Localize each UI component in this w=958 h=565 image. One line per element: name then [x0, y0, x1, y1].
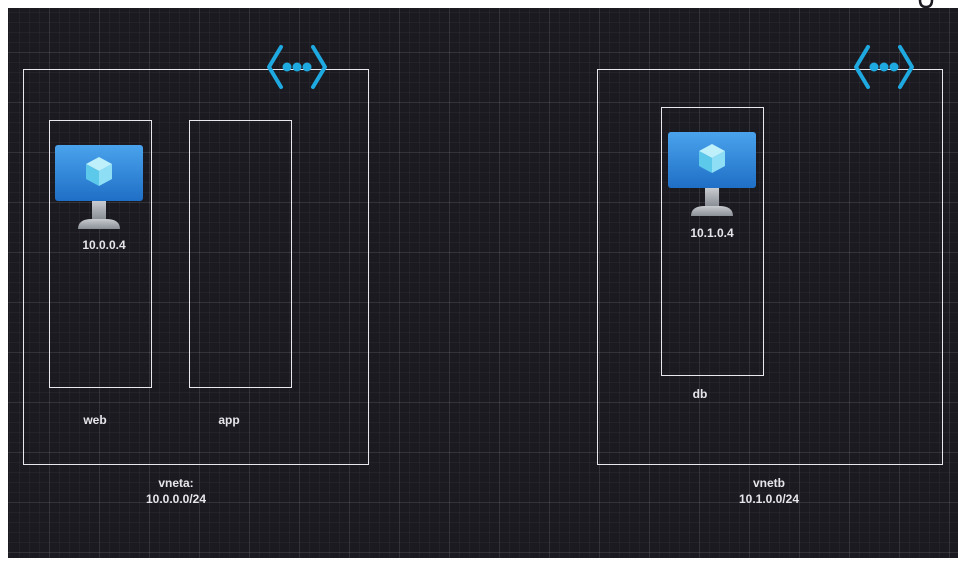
vm-ip-label: 10.1.0.4 — [690, 226, 734, 240]
subnet-web[interactable] — [49, 120, 152, 388]
vnet-name-label: vneta: — [158, 476, 194, 490]
vnet-a-container[interactable] — [23, 69, 369, 465]
subnet-app[interactable] — [189, 120, 292, 388]
subnet-db[interactable] — [661, 107, 764, 376]
cropped-glyph — [918, 0, 934, 8]
virtual-network-icon[interactable] — [851, 43, 917, 91]
subnet-name-label: app — [218, 413, 240, 427]
vnet-name-label: vnetb — [752, 476, 785, 490]
virtual-network-icon[interactable] — [264, 43, 330, 91]
virtual-machine-icon[interactable] — [54, 145, 144, 230]
vnet-cidr-label: 10.1.0.0/24 — [738, 492, 800, 506]
vm-ip-label: 10.0.0.4 — [82, 238, 126, 252]
vnet-b-container[interactable] — [597, 69, 943, 465]
vnet-cidr-label: 10.0.0.0/24 — [145, 492, 207, 506]
subnet-name-label: db — [692, 387, 708, 401]
virtual-machine-icon[interactable] — [667, 132, 757, 217]
subnet-name-label: web — [83, 413, 107, 427]
diagram-canvas: 10.0.0.4 web app vneta: 10.0.0.0/24 — [8, 8, 958, 558]
